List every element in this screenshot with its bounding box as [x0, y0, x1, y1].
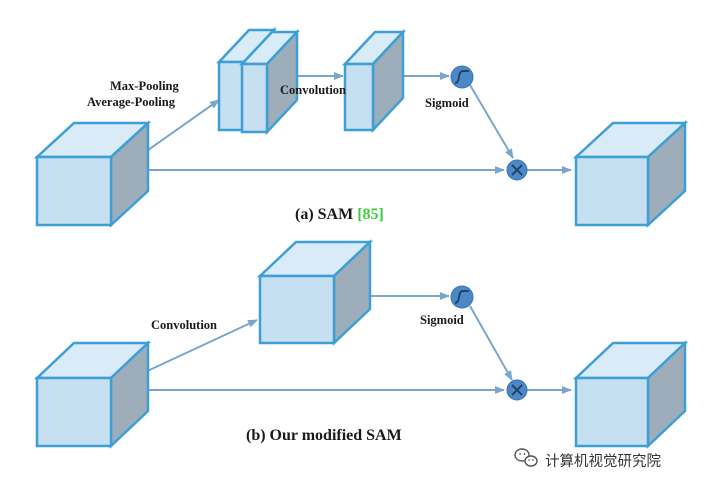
average-pooling-label: Average-Pooling [87, 95, 176, 109]
arrow-sigmoid-to-multiply-b [469, 305, 513, 381]
watermark-text: 计算机视觉研究院 [545, 453, 661, 470]
average-pooling-map [239, 28, 300, 136]
sigmoid-curve-icon [454, 70, 469, 84]
input-feature-cube [33, 120, 152, 228]
caption-a: (a) SAM [85] [295, 206, 384, 223]
multiply-icon [511, 164, 523, 176]
multiply-icon [511, 384, 523, 396]
input-feature-cube-b [33, 340, 152, 449]
sigmoid-operator [450, 65, 474, 89]
sigmoid-operator-b [450, 285, 474, 309]
caption-a-main: (a) SAM [295, 206, 357, 223]
arrow-input-to-conv-b [127, 319, 258, 381]
convolution-label-b: Convolution [151, 318, 217, 332]
sigmoid-label-b: Sigmoid [420, 313, 464, 327]
output-feature-cube-b [572, 340, 689, 449]
sigmoid-curve-icon [454, 290, 469, 304]
wechat-icon [514, 448, 538, 467]
convolution-label: Convolution [280, 83, 346, 97]
caption-b: (b) Our modified SAM [246, 427, 402, 444]
watermark: 计算机视觉研究院 [514, 448, 661, 470]
panel-b: Convolution Sigmoid (b) Our modified SAM [33, 239, 689, 449]
max-pooling-label: Max-Pooling [110, 79, 179, 93]
convolution-cube-b [256, 239, 374, 346]
output-feature-cube [572, 120, 689, 228]
multiply-operator [506, 159, 528, 181]
arrow-sigmoid-to-multiply [469, 84, 514, 159]
citation-link[interactable]: [85] [357, 206, 384, 223]
sigmoid-label: Sigmoid [425, 96, 469, 110]
panel-a: Max-Pooling Average-Pooling Convolution … [33, 26, 689, 228]
convolution-map [342, 28, 406, 134]
multiply-operator-b [506, 379, 528, 401]
